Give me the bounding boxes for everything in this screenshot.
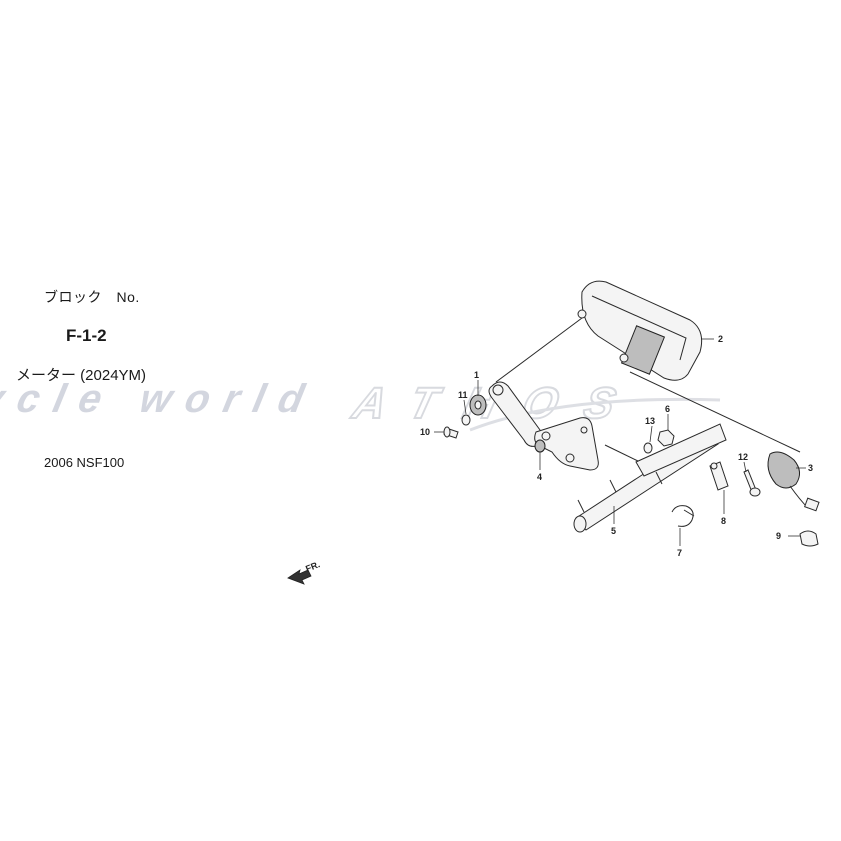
callout-numbers: 1 2 3 4 5 6 7 8 9 10 11 12 13 (420, 334, 813, 558)
meter-bracket (534, 417, 599, 471)
leader-11 (463, 399, 467, 415)
meter-mount-boss-shape (577, 309, 587, 319)
pipe-flange-shape (635, 423, 727, 477)
assembly-guide-lines (495, 317, 801, 463)
guide-line-stay (604, 444, 641, 463)
holder-clamp (709, 461, 729, 491)
nut-shape (643, 442, 653, 454)
pipe-tab-shape (609, 479, 617, 493)
callout-4: 4 (537, 472, 542, 482)
bracket-hole-shape (580, 426, 588, 434)
callout-13: 13 (645, 416, 655, 426)
block-label: ブロック No. (44, 289, 140, 305)
indicator-body-shape (767, 451, 800, 489)
clip-band-tab-shape (683, 509, 695, 517)
pipe-tab-shape (577, 499, 585, 513)
screw-head-shape (749, 487, 761, 497)
pipe-end-shape (573, 515, 587, 533)
meter-assembly (577, 280, 703, 381)
block-code: F-1-2 (66, 326, 107, 345)
hex-nut-shape (657, 429, 675, 447)
callout-9: 9 (776, 531, 781, 541)
rubber-mount-hole-shape (474, 400, 482, 410)
part-name: メーター (2024YM) (16, 367, 147, 384)
front-direction-indicator: FR. (287, 559, 321, 585)
callout-3: 3 (808, 463, 813, 473)
flange-nut (643, 442, 653, 454)
guide-line-meter-to-stay (495, 317, 583, 383)
front-arrow-icon (287, 569, 312, 585)
meter-mount-boss-shape (619, 353, 629, 363)
clamp-hole-shape (710, 462, 718, 470)
wire-grommet (799, 530, 819, 547)
callout-10: 10 (420, 427, 430, 437)
callout-6: 6 (665, 404, 670, 414)
bracket-nut-shape (534, 439, 546, 453)
clip-band (671, 505, 695, 527)
model-name: 2006 NSF100 (44, 455, 125, 470)
mount-bolt (443, 426, 459, 439)
bracket-hole-shape (541, 431, 551, 441)
stay-pipe (573, 423, 727, 533)
callout-1: 1 (474, 370, 479, 380)
leader-13 (649, 425, 653, 443)
bracket-hole-shape (565, 453, 575, 463)
callout-7: 7 (677, 548, 682, 558)
mount-screw (743, 469, 761, 497)
stay-arm-hole-shape (492, 384, 504, 396)
meter-bezel-shape (591, 295, 687, 361)
front-label: FR. (304, 559, 321, 574)
leader-12 (743, 461, 747, 473)
callout-8: 8 (721, 516, 726, 526)
cycle-world-watermark: cycle world (0, 375, 310, 420)
hex-nut (657, 429, 675, 447)
bolt-head-shape (443, 426, 451, 438)
callout-leaders (434, 338, 806, 546)
indicator-connector-shape (804, 497, 820, 512)
athos-swoosh-shape (469, 397, 721, 432)
clip-band-shape (671, 505, 694, 527)
rubber-mount (461, 394, 487, 426)
grommet-shape (799, 530, 819, 547)
indicator-unit (767, 451, 820, 512)
callout-5: 5 (611, 526, 616, 536)
cycle-world-logo: cycle world (0, 375, 310, 420)
callout-11: 11 (458, 390, 468, 400)
callout-12: 12 (738, 452, 748, 462)
meter-display-shape (620, 325, 666, 375)
guide-line-meter-to-indicator (629, 371, 801, 453)
callout-2: 2 (718, 334, 723, 344)
pipe-tab-shape (655, 471, 663, 485)
collar-shape (461, 414, 471, 426)
